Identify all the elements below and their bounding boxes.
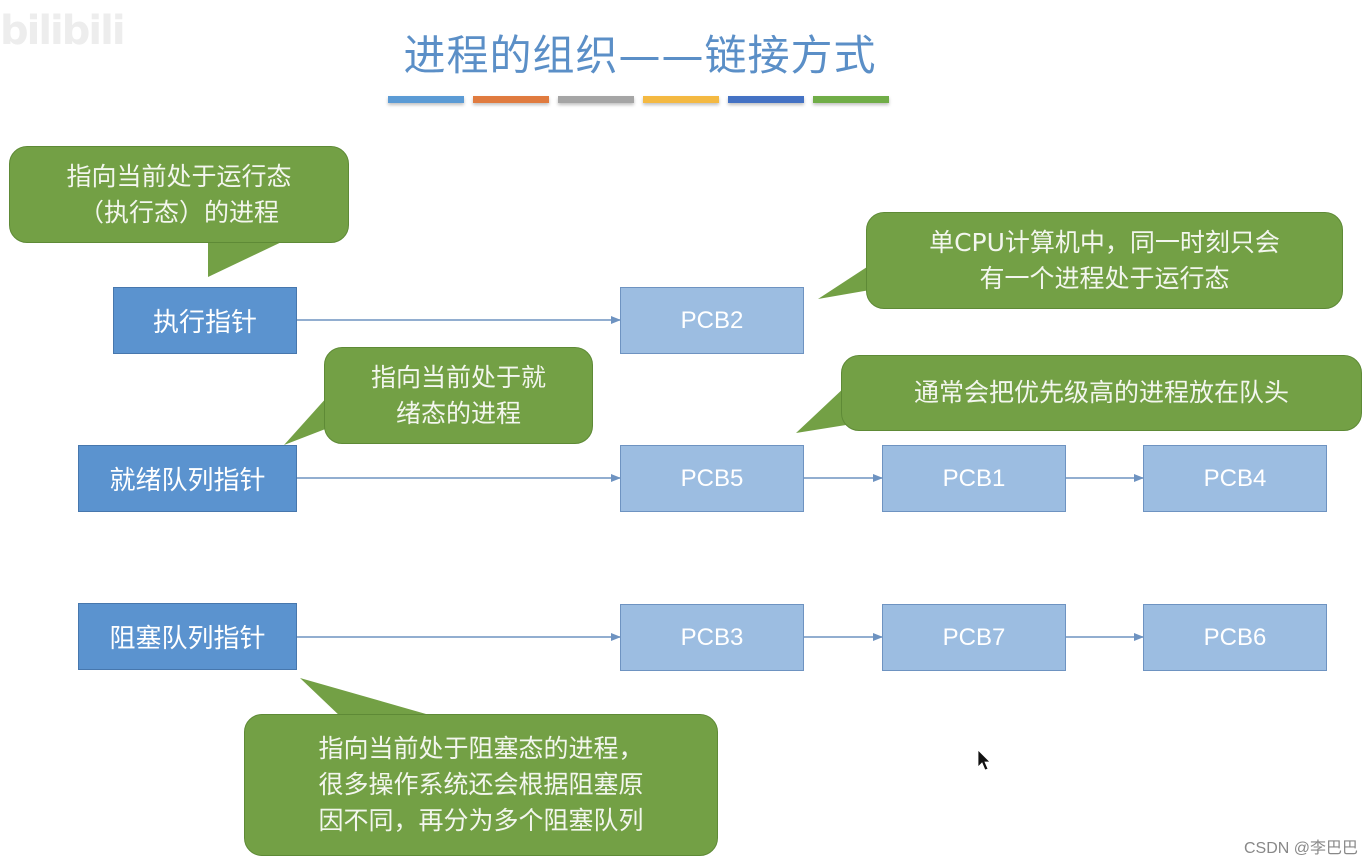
- callout-line: 单CPU计算机中，同一时刻只会: [929, 227, 1280, 257]
- callout-line: （执行态）的进程: [78, 197, 279, 227]
- callout-line: 很多操作系统还会根据阻塞原: [318, 770, 644, 799]
- running-pointer-box: 执行指针: [113, 287, 297, 354]
- callout-line: 有一个进程处于运行态: [979, 263, 1230, 293]
- callout-line: 因不同，再分为多个阻塞队列: [318, 806, 644, 835]
- callout-line: 通常会把优先级高的进程放在队头: [913, 378, 1289, 407]
- bilibili-watermark: bilibili: [0, 8, 126, 54]
- callout-blocked-pointer: 指向当前处于阻塞态的进程， 很多操作系统还会根据阻塞原 因不同，再分为多个阻塞队…: [244, 714, 718, 856]
- callout-tail: [796, 386, 846, 433]
- color-bar: [643, 96, 719, 103]
- callout-running-pointer: 指向当前处于运行态 （执行态）的进程: [9, 146, 349, 243]
- callout-ready-pointer: 指向当前处于就 绪态的进程: [324, 347, 593, 444]
- callout-tail: [284, 396, 328, 445]
- callout-line: 绪态的进程: [395, 398, 521, 428]
- color-bar: [728, 96, 804, 103]
- pcb-node-running: PCB2: [620, 287, 804, 354]
- ready-queue-pointer-box: 就绪队列指针: [78, 445, 297, 512]
- callout-line: 指向当前处于就: [370, 362, 546, 392]
- callout-single-cpu: 单CPU计算机中，同一时刻只会 有一个进程处于运行态: [866, 212, 1343, 309]
- title-color-bars: [388, 96, 889, 103]
- mouse-cursor-icon: [977, 749, 991, 771]
- pcb-node-ready: PCB1: [882, 445, 1066, 512]
- pcb-node-blocked: PCB3: [620, 604, 804, 671]
- pcb-node-ready: PCB5: [620, 445, 804, 512]
- credit-watermark: CSDN @李巴巴: [1243, 840, 1358, 857]
- pcb-node-blocked: PCB6: [1143, 604, 1327, 671]
- blocked-queue-pointer-box: 阻塞队列指针: [78, 603, 297, 670]
- callout-line: 指向当前处于运行态: [66, 161, 292, 191]
- slide-title: 进程的组织——链接方式: [403, 31, 877, 80]
- color-bar: [388, 96, 464, 103]
- pcb-node-blocked: PCB7: [882, 604, 1066, 671]
- color-bar: [813, 96, 889, 103]
- callout-tail: [818, 265, 870, 299]
- pcb-node-ready: PCB4: [1143, 445, 1327, 512]
- callout-tail: [208, 238, 290, 277]
- callout-tail: [300, 678, 440, 718]
- color-bar: [558, 96, 634, 103]
- callout-line: 指向当前处于阻塞态的进程，: [318, 734, 644, 763]
- callout-priority: 通常会把优先级高的进程放在队头: [841, 355, 1362, 431]
- color-bar: [473, 96, 549, 103]
